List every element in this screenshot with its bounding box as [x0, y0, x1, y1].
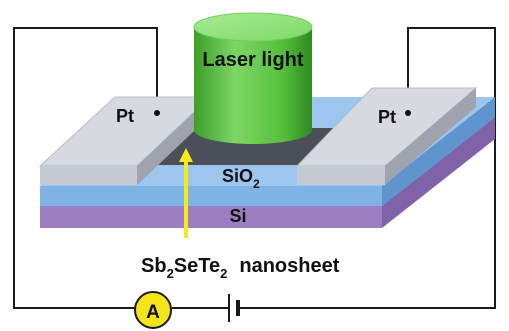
- circuit-wire: [13, 27, 496, 309]
- sio2-label-subscript: 2: [253, 177, 260, 191]
- sio2-label: SiO2: [222, 166, 260, 191]
- probe-contact-right: [405, 110, 411, 116]
- laser-beam-cylinder: [193, 12, 313, 144]
- nanosheet-label-sete: SeTe: [174, 255, 220, 277]
- nanosheet-label-sb: Sb: [141, 255, 167, 277]
- ammeter-label: A: [146, 302, 160, 323]
- pt-left-label: Pt: [116, 106, 134, 126]
- nanosheet-label-sub1: 2: [167, 266, 174, 281]
- si-label: Si: [229, 206, 246, 226]
- battery-icon: [228, 294, 246, 322]
- nanosheet-label-sub2: 2: [220, 266, 227, 281]
- laser-label: Laser light: [202, 49, 303, 71]
- pt-electrode-right: [295, 87, 478, 185]
- nanosheet-pointer-arrow: [179, 148, 193, 238]
- sio2-label-main: SiO: [222, 166, 253, 186]
- pt-electrode-left: [38, 96, 212, 185]
- nanosheet-label-suffix: nanosheet: [239, 255, 339, 277]
- pt-right-label: Pt: [378, 107, 396, 127]
- sb2sete2-nanosheet: [150, 128, 358, 165]
- ammeter-icon: A: [134, 291, 172, 329]
- probe-contact-left: [154, 110, 160, 116]
